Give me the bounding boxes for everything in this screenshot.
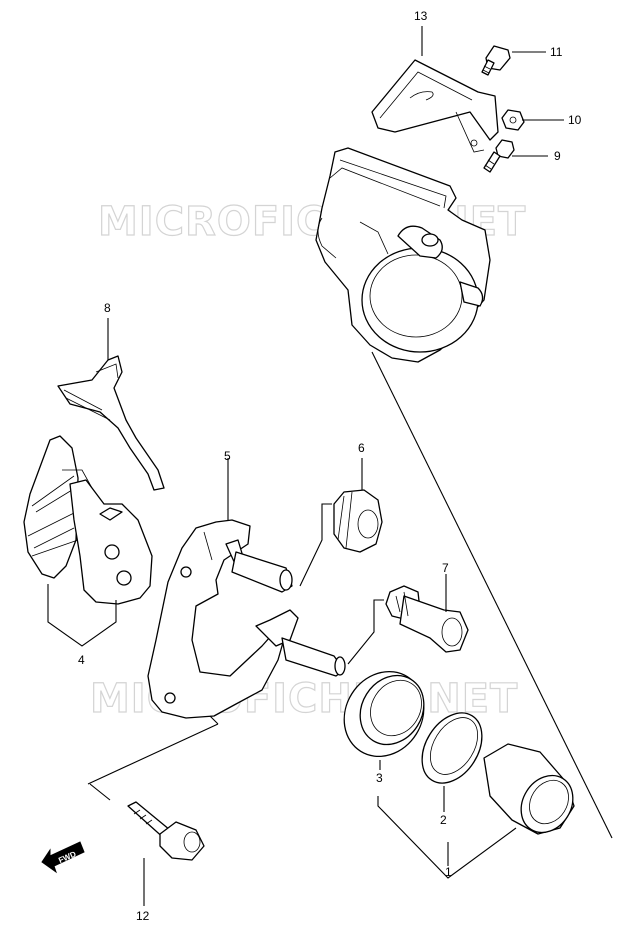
part-3-dust-seal — [343, 670, 425, 770]
part-1-bracket-leader — [377, 796, 517, 879]
callout-8: 8 — [104, 301, 111, 315]
part-2-piston-seal — [421, 712, 483, 812]
part-4-brake-pads — [23, 435, 153, 605]
part-13-cover-plate — [371, 59, 499, 153]
callout-6: 6 — [358, 441, 365, 455]
part-7-slide-pin — [347, 574, 469, 665]
part-10-nut — [501, 109, 525, 131]
callout-3: 3 — [376, 771, 383, 785]
part-6-boot — [299, 458, 383, 587]
callout-11: 11 — [550, 45, 563, 59]
callout-10: 10 — [568, 113, 582, 127]
part-4-bracket-leader — [47, 584, 117, 647]
callout-2: 2 — [440, 813, 447, 827]
part-8-pad-spring — [57, 318, 165, 491]
callout-12: 12 — [136, 909, 150, 923]
part-5-caliper-bracket — [147, 458, 346, 719]
caliper-body — [315, 147, 491, 363]
part-9-bolt — [483, 139, 515, 173]
fwd-arrow-icon: FWD — [41, 841, 85, 874]
callout-13: 13 — [414, 9, 428, 23]
part-12-bolt — [87, 715, 219, 906]
callout-1: 1 — [445, 865, 452, 879]
part-11-bolt — [481, 45, 511, 76]
callout-7: 7 — [442, 561, 449, 575]
caliper-to-piston-leader — [371, 351, 613, 839]
callout-9: 9 — [554, 149, 561, 163]
callout-5: 5 — [224, 449, 231, 463]
callout-4: 4 — [78, 653, 85, 667]
piston — [483, 743, 575, 835]
